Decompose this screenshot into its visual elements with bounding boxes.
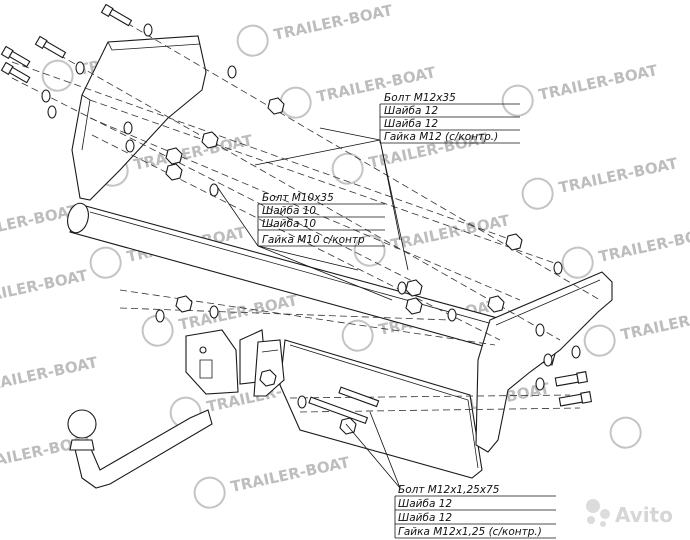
washer-icon — [47, 105, 57, 119]
bolt-icon — [0, 61, 31, 84]
watermark: TRAILER-BOAT — [561, 223, 690, 279]
callout-line: Шайба 10 — [262, 205, 316, 217]
callout-line: Болт М10х35 — [262, 192, 334, 204]
washer-icon — [543, 353, 553, 367]
callout-leaders — [217, 127, 409, 489]
avito-logo-text: Avito — [615, 503, 673, 527]
washer-icon — [125, 139, 135, 153]
washer-icon — [397, 281, 407, 295]
callout-line: Болт М12х35 — [384, 92, 456, 104]
watermark-text: TRAILER-BOAT — [619, 301, 690, 344]
watermark-text: TRAILER-BOAT — [229, 453, 352, 496]
bolt-icon — [554, 371, 589, 387]
washers-and-nuts — [41, 23, 581, 435]
callout-line: Шайба 10 — [262, 218, 316, 230]
callout-line: Шайба 12 — [384, 105, 438, 117]
avito-logo: Avito — [586, 499, 673, 527]
washer-icon — [41, 89, 51, 103]
nut-icon — [405, 297, 423, 315]
tow-ball-neck — [73, 409, 213, 489]
callout-upper-right: Болт М12х35 Шайба 12 Шайба 12 Гайка М12 … — [379, 92, 520, 144]
washer-icon — [535, 323, 545, 337]
washer-icon — [297, 395, 307, 409]
watermark-text: TRAILER-BOAT — [597, 223, 690, 266]
callout-line: Шайба 12 — [384, 118, 438, 130]
nut-icon — [175, 295, 193, 313]
bolt-icon — [558, 391, 593, 407]
watermark-text: TRAILER-BOAT — [272, 1, 395, 44]
tow-ball — [67, 409, 97, 439]
callout-middle: Болт М10х35 Шайба 10 Шайба 10 Гайка М10 … — [257, 192, 385, 247]
callout-line: Гайка М12 (с/контр.) — [384, 131, 498, 143]
callout-line: Шайба 12 — [398, 498, 452, 510]
callout-bottom: Болт М12х1,25х75 Шайба 12 Шайба 12 Гайка… — [394, 484, 556, 539]
watermark: TRAILER-BOAT — [0, 353, 100, 396]
watermark-text: TRAILER-BOAT — [557, 154, 680, 197]
lower-drop-plate — [279, 339, 483, 479]
bolt-icon — [100, 3, 133, 27]
washer-icon — [143, 23, 153, 37]
washer-icon — [75, 61, 85, 75]
watermark: TRAILER-BOAT — [501, 61, 660, 117]
watermark: TRAILER-BOAT — [193, 453, 352, 509]
callout-line: Гайка М10 с/контр — [262, 234, 365, 246]
bolt-icon — [0, 45, 31, 68]
watermark-text: TRAILER-BOAT — [177, 291, 300, 334]
washer-icon — [227, 65, 237, 79]
washer-icon — [123, 121, 133, 135]
watermark: TRAILER-BOAT — [236, 1, 395, 57]
nut-icon — [165, 147, 183, 165]
nut-icon — [259, 369, 277, 387]
washer-icon — [571, 345, 581, 359]
callout-line: Гайка М12х1,25 (с/контр.) — [398, 526, 542, 538]
watermark: TRAILER-BOAT — [521, 154, 680, 210]
watermark-text: TRAILER-BOAT — [0, 353, 100, 396]
nut-icon — [201, 131, 219, 149]
nut-icon — [267, 97, 285, 115]
bolts-right — [554, 371, 593, 407]
nut-icon — [487, 295, 505, 313]
left-mounting-bracket — [71, 35, 207, 201]
washer-icon — [535, 377, 545, 391]
watermark: TRAILER-BOAT — [0, 266, 90, 309]
crossbar-end-left — [67, 202, 89, 234]
bolt-long-bottom — [308, 386, 380, 425]
watermark-text: TRAILER-BOAT — [389, 211, 512, 254]
watermark-text: TRAILER-BOAT — [0, 266, 90, 309]
nut-icon — [405, 279, 423, 297]
watermark-text: TRAILER-BOAT — [537, 61, 660, 104]
washer-icon — [209, 305, 219, 319]
washer-icon — [553, 261, 563, 275]
watermark: TRAILER-BOAT — [353, 211, 512, 267]
washer-icon — [155, 309, 165, 323]
watermark — [609, 416, 642, 449]
nut-icon — [505, 233, 523, 251]
bolt-icon — [34, 35, 67, 59]
washer-icon — [209, 183, 219, 197]
right-mounting-bracket — [475, 271, 613, 453]
callout-line: Шайба 12 — [398, 512, 452, 524]
washer-icon — [447, 308, 457, 322]
assembly-lines — [11, 11, 601, 413]
bolts-upper-left — [0, 3, 133, 84]
nut-icon — [165, 163, 183, 181]
callout-line: Болт М12х1,25х75 — [398, 484, 500, 496]
